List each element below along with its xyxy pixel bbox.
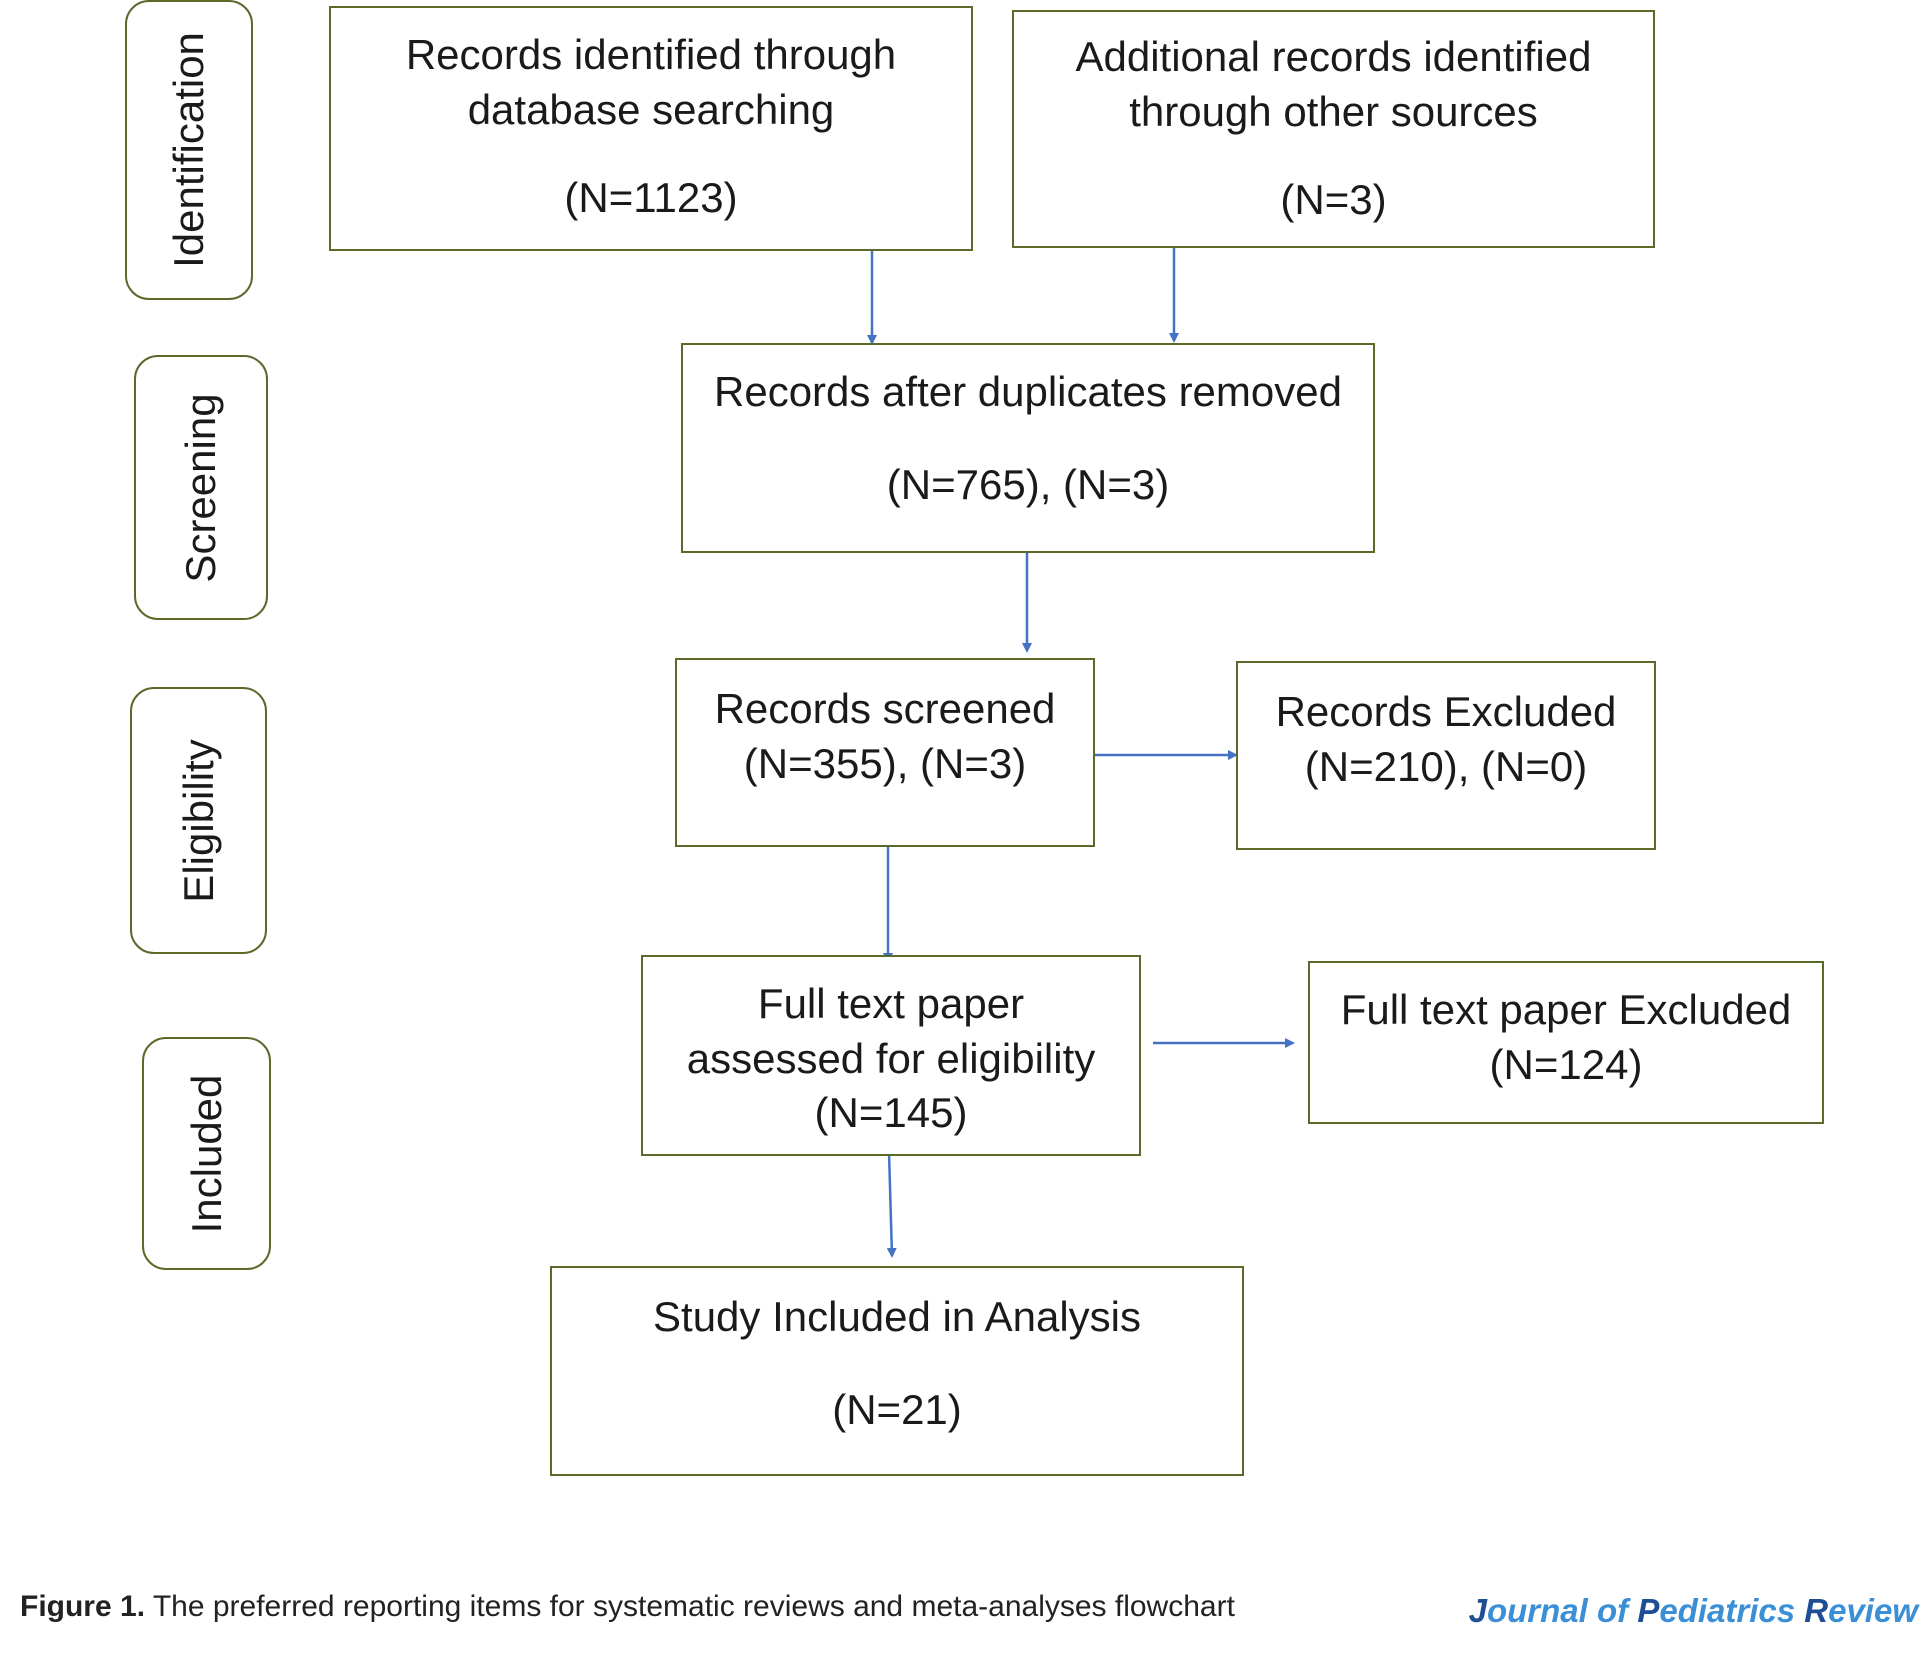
- box-fulltext-excluded-count: (N=124): [1489, 1040, 1643, 1088]
- box-duplicates-line1: Records after duplicates removed: [714, 368, 1342, 415]
- box-fulltext-excluded-line1: Full text paper Excluded: [1340, 986, 1792, 1033]
- journal-name: Journal of Pediatrics Review: [1469, 1592, 1918, 1630]
- box-screened-count: (N=355), (N=3): [743, 739, 1027, 787]
- stage-eligibility: Eligibility: [130, 687, 267, 954]
- box-records-excluded: Records Excluded (N=210), (N=0): [1236, 661, 1656, 850]
- journal-letter-p: P: [1637, 1592, 1660, 1629]
- box-database-line2: database searching: [467, 85, 835, 133]
- box-screened-line1: Records screened: [714, 685, 1056, 732]
- box-full-text-excluded: Full text paper Excluded (N=124): [1308, 961, 1824, 1124]
- box-duplicates-removed: Records after duplicates removed (N=765)…: [681, 343, 1375, 553]
- box-included-count: (N=21): [832, 1385, 962, 1433]
- box-excluded-line1: Records Excluded: [1275, 688, 1617, 735]
- journal-word-ournal-of: ournal of: [1486, 1592, 1638, 1629]
- box-other-sources: Additional records identified through ot…: [1012, 10, 1655, 248]
- figure-caption-text: The preferred reporting items for system…: [145, 1590, 1235, 1623]
- arrow-fulltext-to-included: [886, 1151, 897, 1258]
- box-other-line1: Additional records identified: [1075, 33, 1592, 80]
- stage-included: Included: [142, 1037, 271, 1270]
- journal-word-ediatrics: ediatrics: [1659, 1592, 1805, 1629]
- box-duplicates-count: (N=765), (N=3): [886, 460, 1170, 508]
- box-database-line1: Records identified through: [405, 31, 897, 78]
- box-records-screened: Records screened (N=355), (N=3): [675, 658, 1095, 847]
- box-other-line2: through other sources: [1129, 87, 1538, 135]
- box-other-count: (N=3): [1280, 176, 1387, 224]
- box-fulltext-line1: Full text paper: [757, 980, 1025, 1027]
- box-fulltext-line2: assessed for eligibility: [686, 1034, 1096, 1082]
- box-fulltext-count: (N=145): [814, 1089, 968, 1137]
- journal-word-eview: eview: [1828, 1592, 1918, 1629]
- stage-identification: Identification: [125, 0, 253, 300]
- figure-caption: Figure 1. The preferred reporting items …: [20, 1590, 1235, 1624]
- box-excluded-count: (N=210), (N=0): [1304, 742, 1588, 790]
- box-database-searching: Records identified through database sear…: [329, 6, 973, 251]
- figure-caption-label: Figure 1.: [20, 1590, 146, 1623]
- box-full-text-assessed: Full text paper assessed for eligibility…: [641, 955, 1141, 1156]
- box-included-line1: Study Included in Analysis: [653, 1293, 1141, 1340]
- stage-screening: Screening: [134, 355, 268, 620]
- box-study-included: Study Included in Analysis (N=21): [550, 1266, 1244, 1476]
- box-database-count: (N=1123): [564, 174, 738, 222]
- journal-letter-j: J: [1468, 1592, 1487, 1629]
- journal-letter-r: R: [1804, 1592, 1829, 1629]
